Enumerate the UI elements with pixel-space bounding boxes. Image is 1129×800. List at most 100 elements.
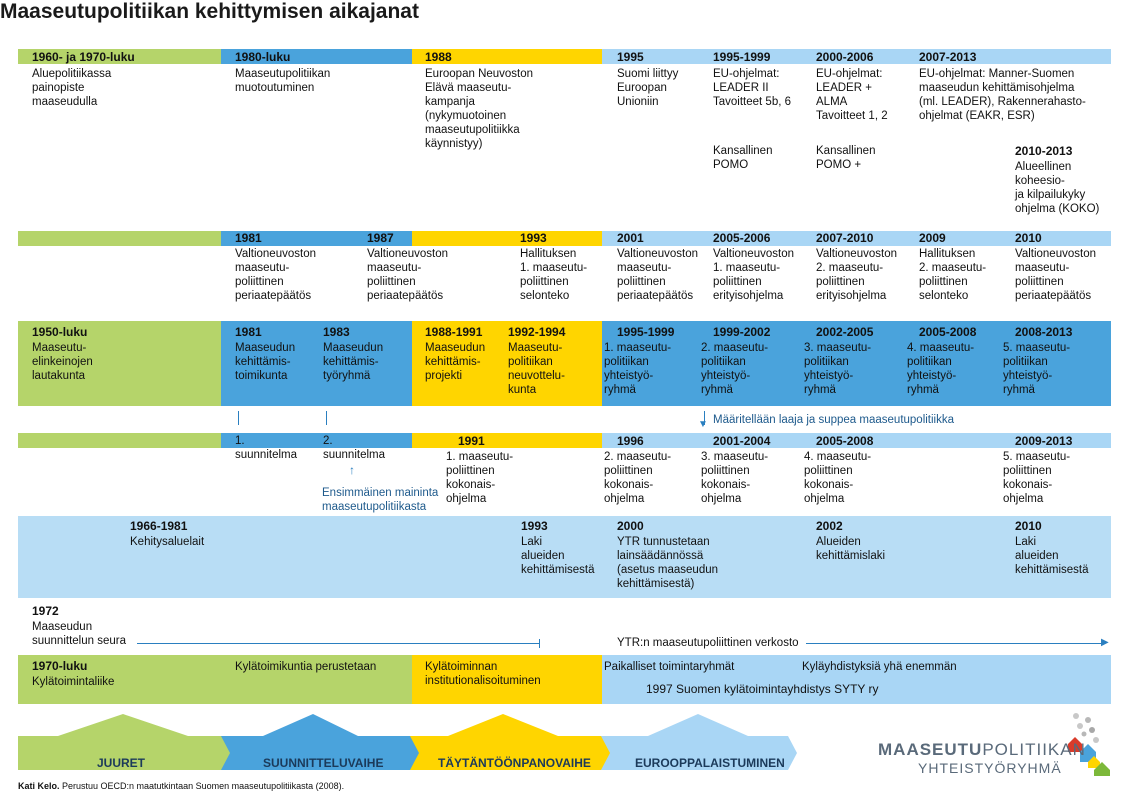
band-row3-green xyxy=(18,321,221,406)
row3-t3: Maaseudun kehittämis- projekti xyxy=(425,342,486,382)
row2-h7: 2010 xyxy=(1015,231,1042,245)
band-row4-blue xyxy=(221,433,412,448)
phase-arrows xyxy=(18,714,797,770)
row4-t5: 4. maaseutu- poliittinen kokonais- ohjel… xyxy=(804,451,872,505)
band-row7-light xyxy=(602,655,1111,704)
row5-t1: Laki alueiden kehittämisestä xyxy=(521,536,595,576)
band-row5 xyxy=(18,516,1111,598)
row2-h2: 1993 xyxy=(520,231,547,245)
connector-2001 xyxy=(704,411,705,425)
band-row2-light xyxy=(602,231,1111,246)
row2-h1: 1987 xyxy=(367,231,394,245)
row1-h0: 1960- ja 1970-luku xyxy=(32,50,135,64)
row3-t6: 2. maaseutu- politiikan yhteistyö- ryhmä xyxy=(701,342,769,396)
row5-t2: YTR tunnustetaan lainsäädännössä (asetus… xyxy=(617,536,719,590)
row1-t3: Suomi liittyy Euroopan Unioniin xyxy=(617,68,679,108)
row2-t5: Valtioneuvoston 2. maaseutu- poliittinen… xyxy=(816,248,897,302)
row4-note: Ensimmäinen maininta maaseutupolitiikast… xyxy=(322,487,439,513)
line-verkosto xyxy=(806,643,1103,644)
row7-t1: Kylätoimikuntia perustetaan xyxy=(235,661,377,673)
logo-text-line2: YHTEISTYÖRYHMÄ xyxy=(918,760,1062,776)
row1-extra2: Kansallinen POMO + xyxy=(816,145,876,171)
logo-houses-icon xyxy=(1068,713,1110,776)
row1-t4: EU-ohjelmat: LEADER II Tavoitteet 5b, 6 xyxy=(713,68,791,108)
row1-t2: Euroopan Neuvoston Elävä maaseutu- kampa… xyxy=(425,68,534,150)
row4-h0: 1991 xyxy=(458,434,485,448)
band-row3-blue2 xyxy=(602,321,1111,406)
row1-extra3-t: Alueellinen koheesio- ja kilpailukyky oh… xyxy=(1015,161,1100,215)
row2-h5: 2007-2010 xyxy=(816,231,874,245)
band-row1-green xyxy=(18,49,221,64)
row4-t3: 2. maaseutu- poliittinen kokonais- ohjel… xyxy=(604,451,672,505)
row3-t8: 4. maaseutu- politiikan yhteistyö- ryhmä xyxy=(907,342,975,396)
row4-h3: 2005-2008 xyxy=(816,434,874,448)
row1-t1: Maaseutupolitiikan muotoutuminen xyxy=(235,68,331,94)
row3-note: Määritellään laaja ja suppea maaseutupol… xyxy=(713,414,955,426)
row4-t6: 5. maaseutu- poliittinen kokonais- ohjel… xyxy=(1003,451,1071,505)
row3-t1: Maaseudun kehittämis- toimikunta xyxy=(235,342,296,382)
connector-1981 xyxy=(238,411,239,425)
band-row2-yellow xyxy=(412,231,602,246)
footer-source: Perustuu OECD:n maatutkintaan Suomen maa… xyxy=(59,781,345,791)
band-row4-green xyxy=(18,433,221,448)
row6-t2: YTR:n maaseutupoliittinen verkosto xyxy=(617,637,799,649)
logo-text-line1: MAASEUTUPOLITIIKAN xyxy=(878,740,1086,760)
band-row4-yellow xyxy=(412,433,602,448)
arrow-up-icon: ↑ xyxy=(349,463,355,477)
row1-t5: EU-ohjelmat: LEADER + ALMA Tavoitteet 1,… xyxy=(816,68,888,122)
row5-t3: Alueiden kehittämislaki xyxy=(816,536,886,562)
row3-h2: 1983 xyxy=(323,325,350,339)
row2-t3: Valtioneuvoston maaseutu- poliittinen pe… xyxy=(617,248,698,302)
band-row1-blue xyxy=(221,49,412,64)
row1-h1: 1980-luku xyxy=(235,50,291,64)
row3-h1: 1981 xyxy=(235,325,262,339)
band-row7-yellow xyxy=(412,655,602,704)
logo-line1b: POLITIIKAN xyxy=(982,740,1086,759)
row1-h5: 2000-2006 xyxy=(816,50,874,64)
row3-t4: Maaseutu- politiikan neuvottelu- kunta xyxy=(508,342,565,396)
row1-h2: 1988 xyxy=(425,50,452,64)
row5-h1: 1993 xyxy=(521,519,548,533)
line-seura xyxy=(137,643,539,644)
row7-t0: Kylätoimintaliike xyxy=(32,676,115,688)
arrow-down-icon: ▼ xyxy=(698,419,708,430)
phase-arrow-taytanto xyxy=(410,714,612,770)
row1-t6: EU-ohjelmat: Manner-Suomen maaseudun keh… xyxy=(919,68,1086,122)
band-row1-yellow xyxy=(412,49,602,64)
row4-t4: 3. maaseutu- poliittinen kokonais- ohjel… xyxy=(701,451,769,505)
row2-t6: Hallituksen 2. maaseutu- poliittinen sel… xyxy=(919,248,987,302)
band-row1-light xyxy=(602,49,1111,64)
row2-h3: 2001 xyxy=(617,231,644,245)
phase-arrow-juuret xyxy=(18,714,232,770)
band-row2-blue xyxy=(221,231,412,246)
row1-extra1: Kansallinen POMO xyxy=(713,145,773,171)
row2-t7: Valtioneuvoston maaseutu- poliittinen pe… xyxy=(1015,248,1096,302)
band-row7-green2 xyxy=(221,655,412,704)
row2-t4: Valtioneuvoston 1. maaseutu- poliittinen… xyxy=(713,248,794,302)
row1-t0: Aluepolitiikassa painopiste maaseudulla xyxy=(32,68,112,108)
row3-t9: 5. maaseutu- politiikan yhteistyö- ryhmä xyxy=(1003,342,1071,396)
row3-t7: 3. maaseutu- politiikan yhteistyö- ryhmä xyxy=(804,342,872,396)
row2-t0: Valtioneuvoston maaseutu- poliittinen pe… xyxy=(235,248,316,302)
phase-arrow-eurooppa xyxy=(601,714,797,770)
phase-label-1: SUUNNITTELUVAIHE xyxy=(263,756,384,770)
row2-h6: 2009 xyxy=(919,231,946,245)
row2-h4: 2005-2006 xyxy=(713,231,771,245)
row7-h: 1970-luku xyxy=(32,659,88,673)
phase-label-0: JUURET xyxy=(97,756,146,770)
row3-h7: 2002-2005 xyxy=(816,325,874,339)
band-row2-green xyxy=(18,231,221,246)
row1-h6: 2007-2013 xyxy=(919,50,977,64)
row4-h1: 1996 xyxy=(617,434,644,448)
footer: Kati Kelo. Perustuu OECD:n maatutkintaan… xyxy=(18,781,344,791)
row5-t4: Laki alueiden kehittämisestä xyxy=(1015,536,1089,576)
row5-h4: 2010 xyxy=(1015,519,1042,533)
row3-t5: 1. maaseutu- politiikan yhteistyö- ryhmä xyxy=(604,342,672,396)
row6-h: 1972 xyxy=(32,604,59,618)
band-row3-yellow xyxy=(412,321,602,406)
row2-t2: Hallituksen 1. maaseutu- poliittinen sel… xyxy=(520,248,588,302)
row3-h3: 1988-1991 xyxy=(425,325,483,339)
row1-h4: 1995-1999 xyxy=(713,50,771,64)
page-title: Maaseutupolitiikan kehittymisen aikajana… xyxy=(0,0,419,23)
row1-extra3-h: 2010-2013 xyxy=(1015,144,1073,158)
